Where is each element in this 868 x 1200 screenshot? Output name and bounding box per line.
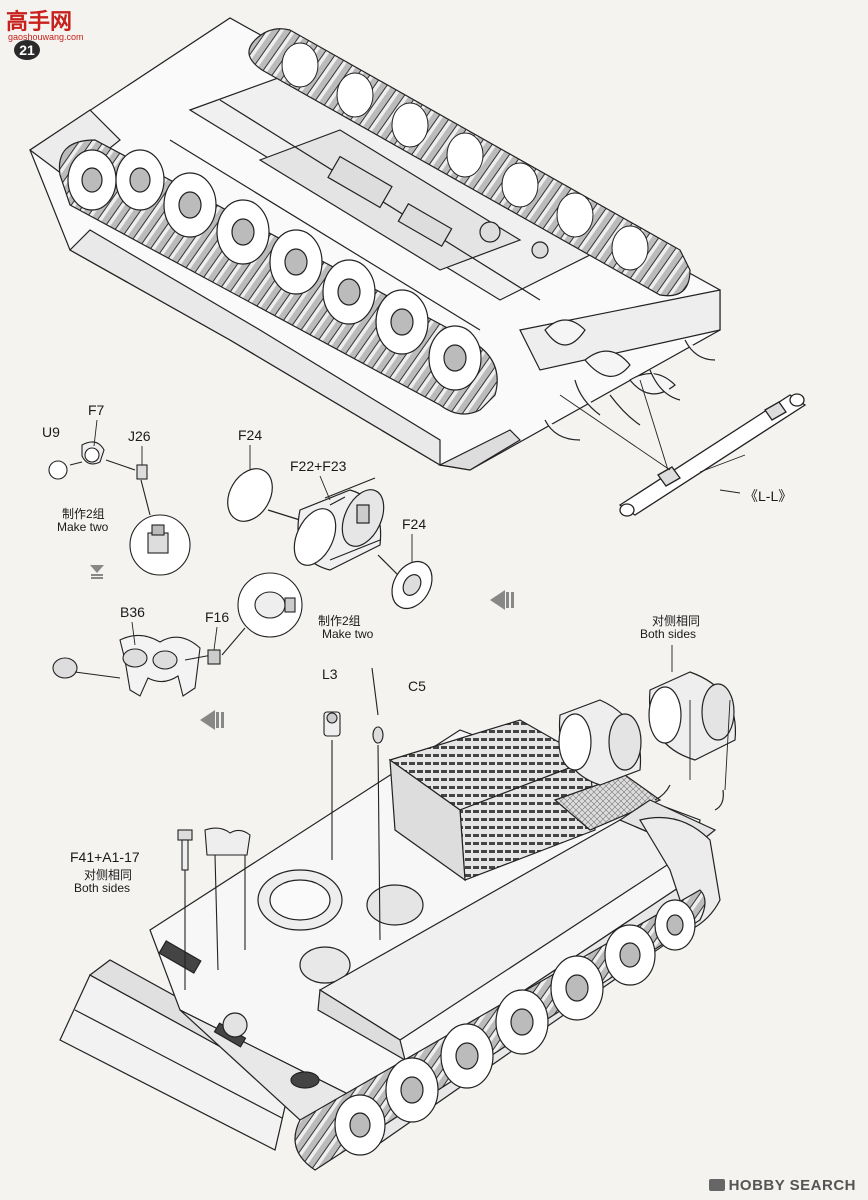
label-b36: B36 [120,604,145,620]
label-j26: J26 [128,428,151,444]
label-l3: L3 [322,666,338,682]
label-both-sides-cn-2: 对侧相同 [84,868,133,882]
label-f7: F7 [88,402,105,418]
logo-badge: 21 [14,40,40,60]
label-f22-f23: F22+F23 [290,458,347,474]
road-wheels-bottom [334,899,696,1156]
rear-brackets [544,319,716,441]
road-wheels-near [67,149,482,391]
direction-arrows [200,590,514,730]
tow-bar [559,379,807,517]
fuel-drums [558,671,737,811]
leader-lines [93,419,741,672]
label-make-two-cn-2: 制作2组 [318,614,361,628]
watermark-text: HOBBY SEARCH [728,1177,856,1194]
label-f41-a1-17: F41+A1-17 [70,849,140,865]
logo-text: 高手网 [6,10,73,35]
label-make-two-en-1: Make two [57,520,109,534]
label-make-two-en-2: Make two [322,627,374,641]
label-both-sides-cn-1: 对侧相同 [652,614,701,628]
watermark: HOBBY SEARCH [708,1177,856,1194]
drum-subassembly [227,468,433,610]
label-f24-right: F24 [402,516,427,532]
camera-icon [708,1179,725,1191]
label-l-l: 《L-L》 [744,488,793,504]
label-u9: U9 [42,424,60,440]
label-make-two-cn-1: 制作2组 [62,507,105,521]
logo-subtext: gaoshouwang.com [8,32,84,42]
hull-underside [28,17,721,471]
vehicle-main [59,719,721,1151]
label-f24-top: F24 [238,427,263,443]
lamp-guard-subassembly [52,572,303,697]
label-f16: F16 [205,609,230,625]
label-both-sides-en-1: Both sides [640,627,697,641]
l3-c5-parts [323,667,384,941]
road-wheels-far [281,42,649,271]
label-both-sides-en-2: Both sides [74,881,131,895]
label-c5: C5 [408,678,426,694]
f41-a1-17-parts [177,827,251,990]
site-logo: 高手网 gaoshouwang.com 21 [2,2,84,62]
lamp-subassembly [48,441,191,579]
